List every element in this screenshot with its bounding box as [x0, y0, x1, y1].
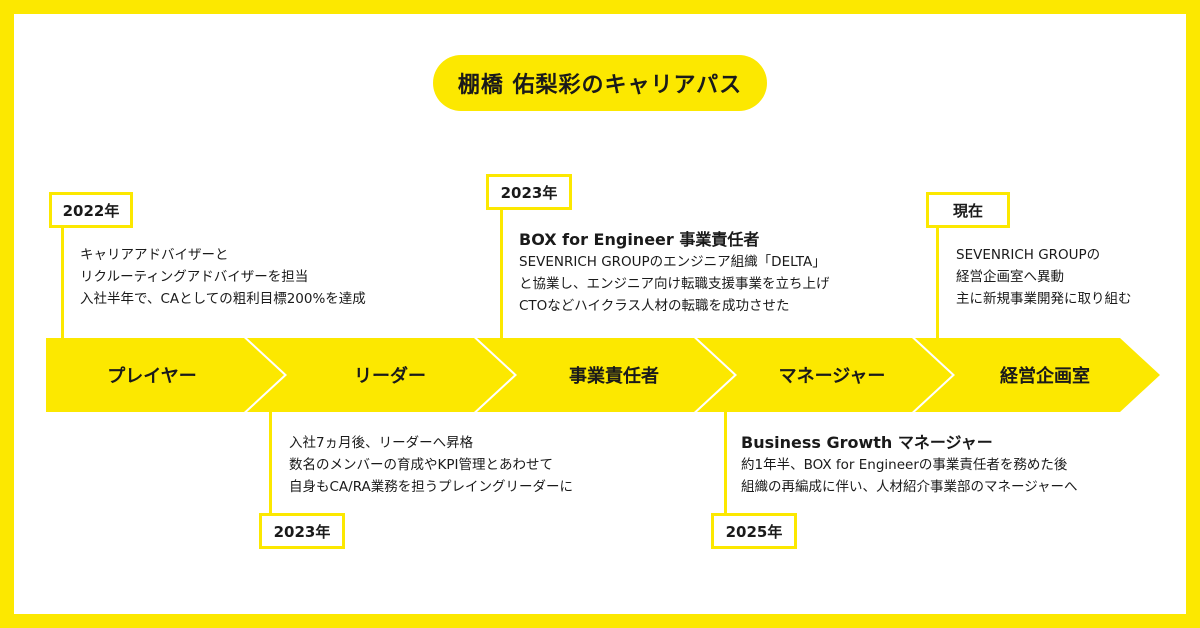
- stage-3-arrow: 事業責任者: [477, 338, 734, 412]
- connector-line: [61, 226, 64, 338]
- milestone-4-text: Business Growth マネージャー 約1年半、BOX for Engi…: [741, 433, 1078, 495]
- stage-4-arrow: マネージャー: [697, 338, 952, 412]
- milestone-3-text: BOX for Engineer 事業責任者 SEVENRICH GROUPのエ…: [519, 230, 830, 314]
- stage-3-label: 事業責任者: [569, 365, 659, 387]
- stage-5-arrow: 経営企画室: [915, 338, 1160, 412]
- year-badge: 2022年: [49, 192, 133, 228]
- connector-line: [269, 412, 272, 516]
- milestone-2-text: 入社7ヵ月後、リーダーへ昇格 数名のメンバーの育成やKPI管理とあわせて 自身も…: [289, 435, 574, 495]
- year-badge: 2023年: [486, 174, 572, 210]
- connector-line: [936, 226, 939, 338]
- stage-1-arrow: プレイヤー: [46, 338, 284, 412]
- page-title: 棚橋 佑梨彩のキャリアパス: [457, 73, 743, 98]
- connector-line: [500, 206, 503, 338]
- stage-4-label: マネージャー: [779, 366, 886, 387]
- title-pill: 棚橋 佑梨彩のキャリアパス: [433, 55, 767, 111]
- stage-2-label: リーダー: [354, 365, 426, 387]
- milestone-1-text: キャリアアドバイザーと リクルーティングアドバイザーを担当 入社半年で、CAとし…: [80, 247, 366, 307]
- year-badge: 2023年: [259, 513, 345, 549]
- year-badge: 現在: [926, 192, 1010, 228]
- connector-line: [724, 412, 727, 516]
- stage-2-arrow: リーダー: [247, 338, 514, 412]
- stage-arrows: プレイヤー リーダー 事業責任者 マネージャー 経営企画室: [46, 338, 1160, 412]
- milestone-5-text: SEVENRICH GROUPの 経営企画室へ異動 主に新規事業開発に取り組む: [956, 247, 1132, 307]
- year-badge: 2025年: [711, 513, 797, 549]
- stage-5-label: 経営企画室: [1000, 365, 1090, 387]
- stage-1-label: プレイヤー: [107, 365, 196, 387]
